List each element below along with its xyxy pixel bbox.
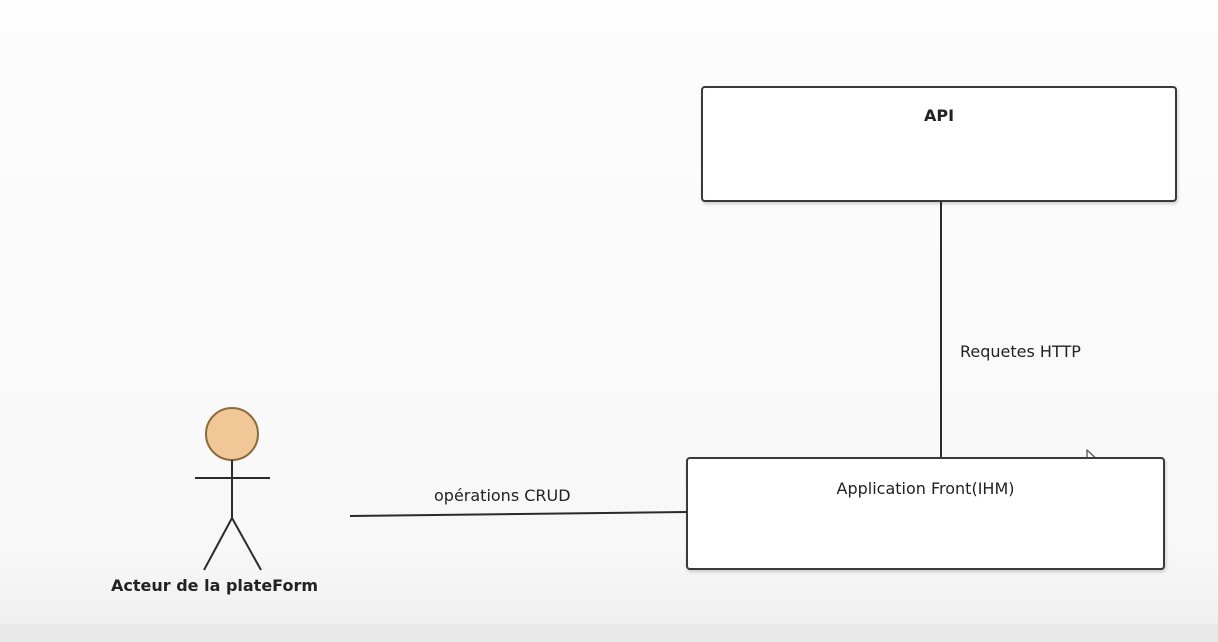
api-box-title: API: [923, 106, 955, 125]
front-application-box-title: Application Front(IHM): [836, 479, 1015, 498]
actor-figure: [195, 407, 270, 571]
actor-head: [205, 407, 259, 461]
actor-label: Acteur de la plateForm: [111, 576, 319, 595]
front-application-box[interactable]: Application Front(IHM): [686, 457, 1165, 570]
bottom-strip: [0, 624, 1218, 642]
http-connector-label: Requetes HTTP: [960, 342, 1081, 361]
crud-connector: [349, 511, 687, 517]
crud-connector-label: opérations CRUD: [434, 486, 571, 505]
actor-right-leg: [231, 517, 262, 571]
api-box[interactable]: API: [701, 86, 1177, 202]
actor-left-leg: [203, 517, 233, 571]
